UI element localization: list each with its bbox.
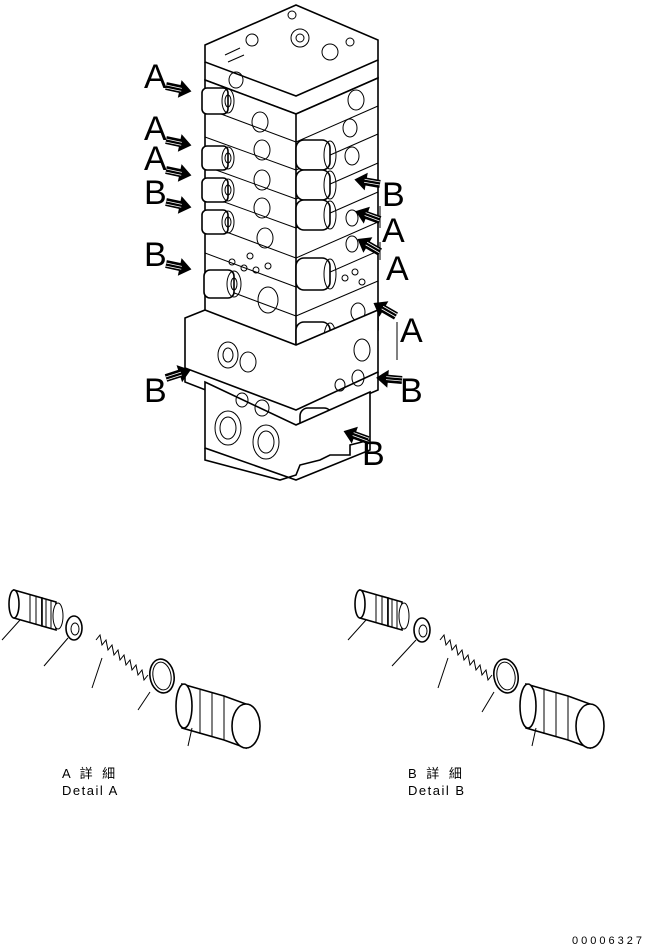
detail-b-leaders: [347, 619, 537, 747]
callout-label: A: [144, 140, 167, 178]
left-callout-labels: A A A B B B: [144, 58, 167, 410]
plug: [175, 682, 261, 750]
callout-label: A: [144, 58, 167, 96]
left-plugs: [201, 87, 242, 299]
detail-a-exploded-view: A 詳 細 Detail A: [1, 588, 261, 798]
detail-b-subtitle: Detail B: [408, 783, 466, 798]
right-callout-labels: B A A A B B: [362, 176, 423, 473]
poppet: [354, 588, 410, 632]
o-ring: [149, 658, 175, 694]
spring: [95, 633, 149, 682]
plug: [519, 682, 605, 750]
callout-label: B: [144, 372, 167, 410]
poppet: [8, 588, 64, 632]
detail-a-subtitle: Detail A: [62, 783, 119, 798]
detail-b-exploded-view: B 詳 細 Detail B: [347, 588, 605, 798]
detail-a-leaders: [1, 619, 193, 747]
washer: [65, 615, 83, 641]
callout-label: B: [144, 236, 167, 274]
callout-label: A: [382, 212, 405, 250]
callout-label: B: [400, 372, 423, 410]
callout-label: B: [382, 176, 405, 214]
detail-b-title: B 詳 細: [408, 766, 465, 781]
o-ring: [493, 658, 519, 694]
document-number: 00006327: [572, 935, 645, 947]
callout-label: A: [144, 110, 167, 148]
control-valve-body: [184, 4, 379, 481]
washer: [413, 617, 431, 643]
detail-a-title: A 詳 細: [62, 766, 118, 781]
right-leader-lines: [379, 206, 398, 360]
callout-label: A: [400, 312, 423, 350]
spring: [439, 633, 493, 682]
callout-label: B: [362, 435, 385, 473]
callout-label: A: [386, 250, 409, 288]
callout-label: B: [144, 174, 167, 212]
